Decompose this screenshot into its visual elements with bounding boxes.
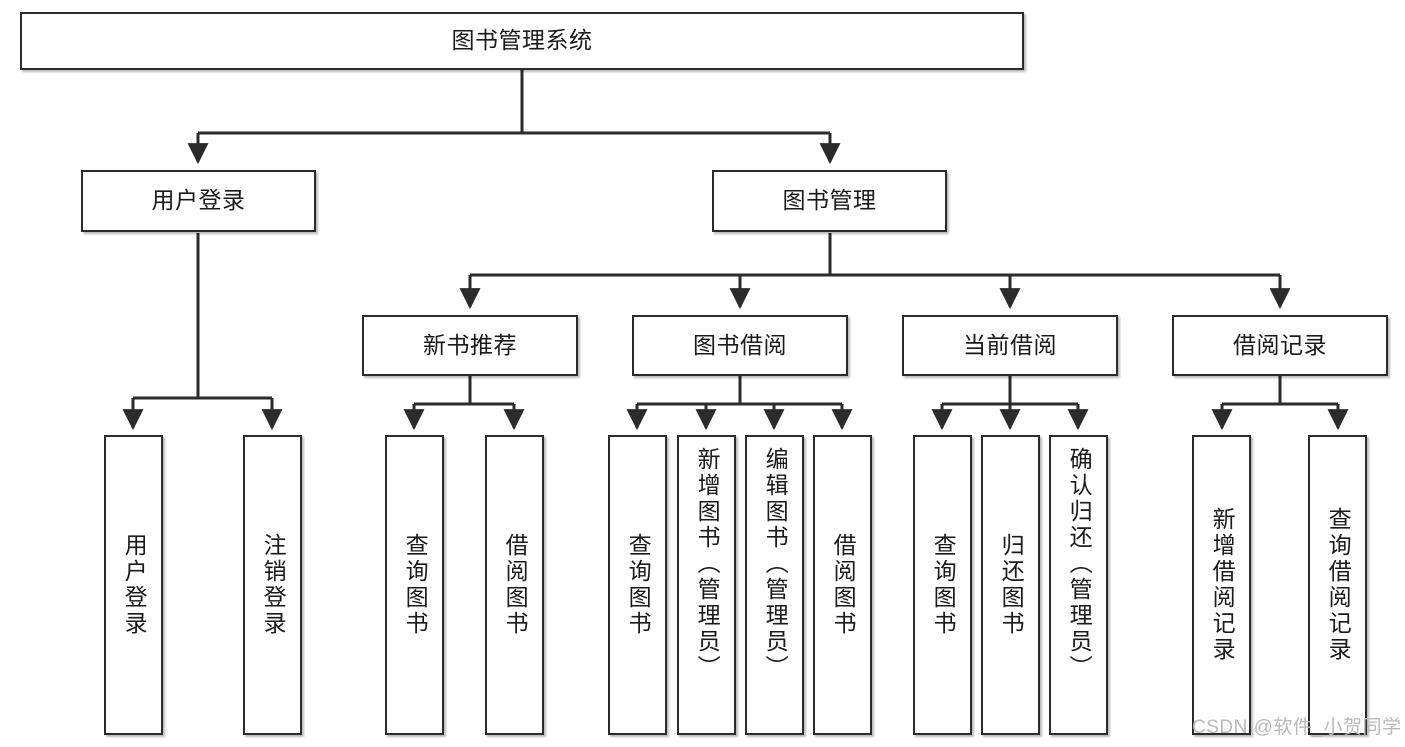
- node-label: 归还图书: [998, 533, 1025, 637]
- node-label: 用户登录: [121, 533, 148, 637]
- node-leaf-current-return-book[interactable]: 归还图书: [981, 435, 1040, 735]
- node-label: 编辑图书（管理员）: [762, 447, 789, 681]
- node-label: 图书借阅: [693, 331, 787, 358]
- csdn-watermark: CSDN @软件_小贺同学: [1192, 717, 1402, 738]
- node-book-management[interactable]: 图书管理: [712, 170, 947, 232]
- node-label: 图书管理: [782, 187, 877, 214]
- node-label: 新书推荐: [423, 331, 517, 358]
- node-user-login[interactable]: 用户登录: [81, 170, 316, 232]
- node-label: 注销登录: [260, 533, 287, 637]
- node-book-borrow[interactable]: 图书借阅: [632, 315, 848, 376]
- node-borrow-record[interactable]: 借阅记录: [1172, 315, 1388, 376]
- node-leaf-record-add-record[interactable]: 新增借阅记录: [1192, 435, 1251, 735]
- node-label: 新增借阅记录: [1209, 507, 1236, 663]
- node-root-book-management-system[interactable]: 图书管理系统: [20, 12, 1024, 70]
- node-label: 借阅图书: [830, 533, 857, 637]
- node-leaf-borrow-query-book[interactable]: 查询图书: [608, 435, 667, 735]
- node-leaf-new-book-query[interactable]: 查询图书: [385, 435, 444, 735]
- node-label: 查询图书: [625, 533, 652, 637]
- node-label: 新增图书（管理员）: [694, 447, 721, 681]
- node-new-book-recommend[interactable]: 新书推荐: [362, 315, 578, 376]
- node-label: 用户登录: [151, 187, 246, 214]
- node-label: 图书管理系统: [451, 27, 593, 54]
- node-label: 当前借阅: [963, 331, 1057, 358]
- node-label: 查询图书: [930, 533, 957, 637]
- node-leaf-user-login-login[interactable]: 用户登录: [104, 435, 163, 735]
- node-label: 查询图书: [402, 533, 429, 637]
- node-current-borrow[interactable]: 当前借阅: [902, 315, 1118, 376]
- node-label: 查询借阅记录: [1325, 507, 1352, 663]
- node-label: 借阅记录: [1233, 331, 1327, 358]
- node-label: 借阅图书: [502, 533, 529, 637]
- node-label: 确认归还（管理员）: [1066, 447, 1093, 681]
- node-leaf-borrow-add-book-admin[interactable]: 新增图书（管理员）: [677, 435, 736, 735]
- node-leaf-user-login-logout[interactable]: 注销登录: [243, 435, 302, 735]
- node-leaf-current-confirm-return-admin[interactable]: 确认归还（管理员）: [1049, 435, 1108, 735]
- node-leaf-borrow-borrow-book[interactable]: 借阅图书: [813, 435, 872, 735]
- node-leaf-record-query-record[interactable]: 查询借阅记录: [1308, 435, 1367, 735]
- node-leaf-borrow-edit-book-admin[interactable]: 编辑图书（管理员）: [745, 435, 804, 735]
- node-leaf-current-query-book[interactable]: 查询图书: [913, 435, 972, 735]
- node-leaf-new-book-borrow[interactable]: 借阅图书: [485, 435, 544, 735]
